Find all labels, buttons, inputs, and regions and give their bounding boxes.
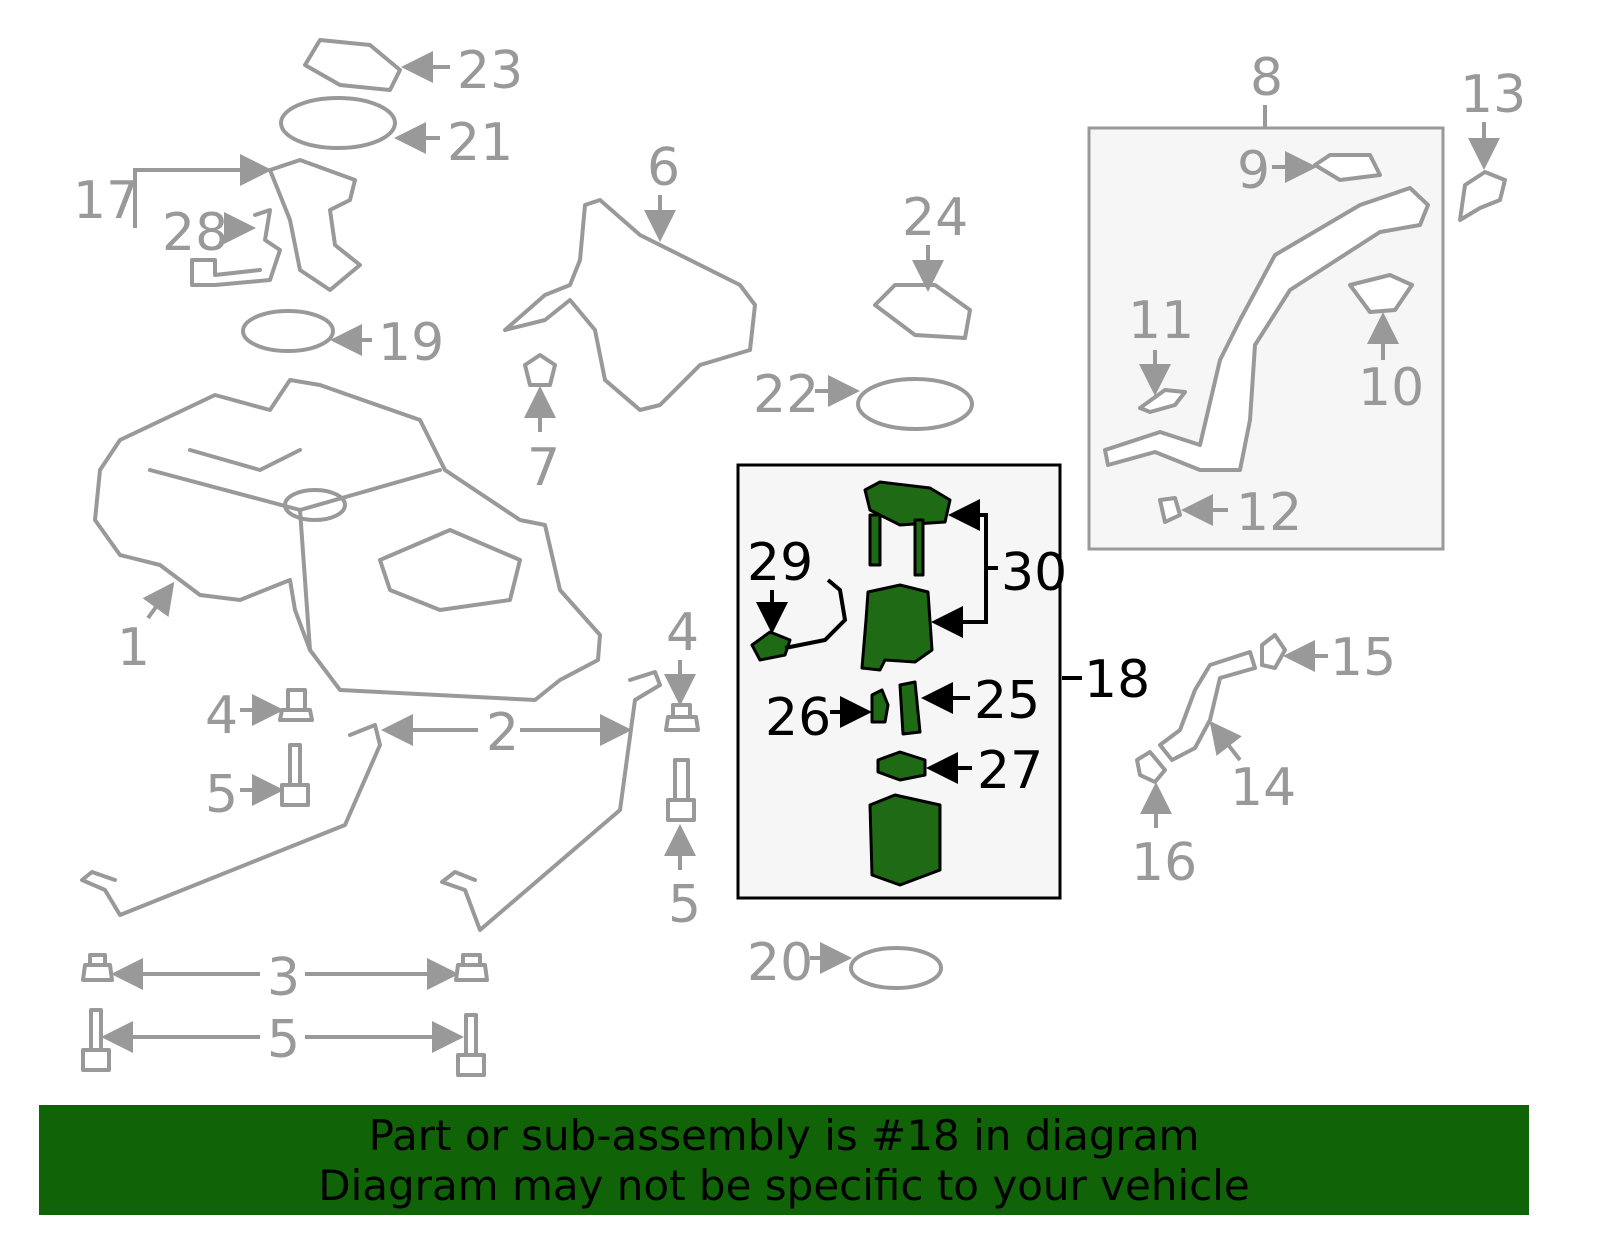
callout-5c: 5 — [267, 1010, 300, 1070]
bolt-5b-part — [666, 758, 696, 822]
callout-26: 26 — [765, 688, 831, 748]
filter-25-part — [898, 680, 922, 736]
clamp-15-part — [1260, 633, 1287, 670]
callout-25: 25 — [974, 671, 1040, 731]
callout-4b: 4 — [666, 603, 699, 663]
callout-4a: 4 — [205, 686, 238, 746]
callout-16: 16 — [1131, 833, 1197, 893]
bolt-5d-part — [456, 1013, 486, 1077]
flange-30-part — [863, 480, 952, 527]
gasket-21-part — [279, 96, 397, 150]
pump-body-30-part — [860, 583, 934, 672]
callout-3: 3 — [267, 948, 300, 1008]
reservoir-part — [868, 793, 942, 887]
sensor-28-part — [190, 208, 282, 287]
cover-23-part — [303, 38, 402, 92]
bolt-5a-part — [280, 743, 310, 807]
fuel-tank-part — [93, 378, 602, 702]
callout-27: 27 — [977, 741, 1043, 801]
callout-29: 29 — [747, 533, 813, 593]
callout-10: 10 — [1358, 358, 1424, 418]
banner-line-2: Diagram may not be specific to your vehi… — [318, 1161, 1250, 1210]
callout-1: 1 — [117, 618, 150, 678]
gasket-19-part — [241, 309, 335, 353]
callout-11: 11 — [1128, 291, 1194, 351]
callout-7: 7 — [527, 438, 560, 498]
callout-24: 24 — [902, 188, 968, 248]
nut-3b-part — [454, 953, 489, 982]
nut-4a-part — [278, 688, 314, 722]
callout-9: 9 — [1237, 141, 1270, 201]
callout-2: 2 — [486, 703, 519, 763]
callout-30: 30 — [1001, 543, 1067, 603]
bolt-5c-part — [81, 1008, 111, 1072]
callout-15: 15 — [1330, 628, 1396, 688]
callout-5a: 5 — [205, 765, 238, 825]
callout-21: 21 — [447, 113, 513, 173]
callout-14: 14 — [1230, 758, 1296, 818]
filler-pipe-part — [1103, 186, 1430, 472]
callout-6: 6 — [647, 138, 680, 198]
callout-12: 12 — [1236, 483, 1302, 543]
cap-13-part — [1458, 170, 1507, 222]
callout-22: 22 — [753, 365, 819, 425]
clip-12-part — [1158, 496, 1182, 524]
bracket-10-part — [1348, 273, 1414, 314]
hose-14-part — [1158, 650, 1257, 762]
bracket-9-part — [1313, 153, 1382, 182]
sensor-26-part — [870, 688, 890, 724]
callout-23: 23 — [457, 41, 523, 101]
callout-17: 17 — [73, 171, 139, 231]
info-banner: Part or sub-assembly is #18 in diagram D… — [39, 1105, 1529, 1215]
callout-labels: 23 21 17 28 19 6 24 7 22 8 13 9 11 10 12… — [73, 41, 1526, 1070]
nut-3a-part — [81, 953, 114, 982]
banner-line-1: Part or sub-assembly is #18 in diagram — [368, 1111, 1200, 1160]
clamp-16-part — [1135, 750, 1167, 784]
clip-7-part — [523, 353, 557, 387]
cover-24-part — [873, 283, 972, 340]
callout-20: 20 — [747, 933, 813, 993]
gasket-20-part — [849, 946, 943, 990]
callout-18: 18 — [1084, 650, 1150, 710]
regulator-27-part — [876, 750, 927, 782]
callout-8: 8 — [1250, 48, 1283, 108]
strap-right-part — [440, 670, 662, 932]
strap-left-part — [80, 723, 382, 917]
callout-5b: 5 — [668, 875, 701, 935]
callout-28: 28 — [162, 203, 228, 263]
leader-lines — [101, 51, 1500, 1053]
callout-13: 13 — [1460, 65, 1526, 125]
heat-shield-part — [503, 198, 757, 412]
fuel-pump-assembly-highlight — [750, 480, 952, 887]
gasket-22-part — [856, 377, 974, 431]
sender-17-part — [268, 158, 362, 292]
callout-19: 19 — [378, 313, 444, 373]
nut-4b-part — [664, 703, 700, 732]
